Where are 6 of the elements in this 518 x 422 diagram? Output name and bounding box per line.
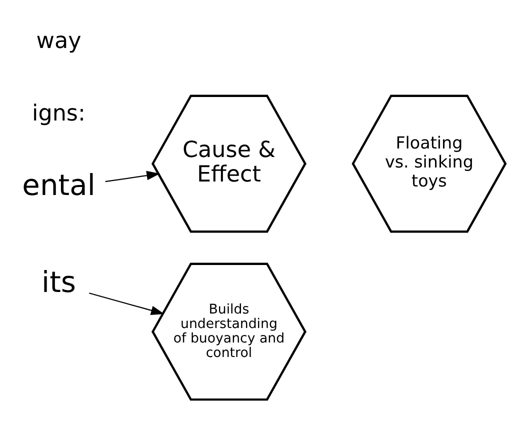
label: igns: xyxy=(32,100,86,126)
node-text: ental xyxy=(22,168,96,202)
label: way xyxy=(36,28,82,54)
node-text: its xyxy=(42,264,76,299)
arrow xyxy=(105,170,160,182)
arrow xyxy=(89,292,164,315)
